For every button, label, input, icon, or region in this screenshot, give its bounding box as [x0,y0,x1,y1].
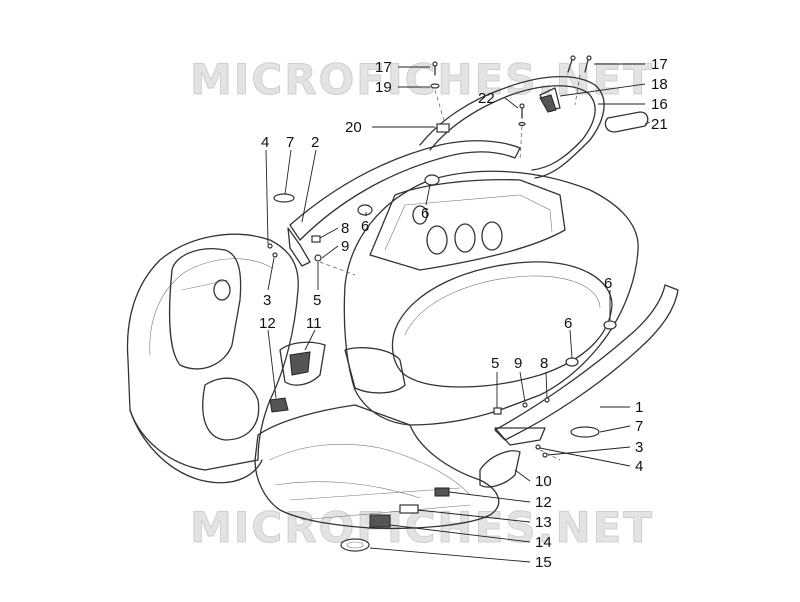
callout-6-b: 6 [421,205,429,222]
callout-8-right: 8 [540,355,548,372]
callout-20: 20 [345,119,362,136]
callout-6-a: 6 [361,218,369,235]
watermark-top: MICROFICHES.NET [190,55,654,104]
callout-8-left: 8 [341,220,349,237]
callout-19: 19 [375,79,392,96]
callout-18: 18 [651,76,668,93]
callout-4-left: 4 [261,134,269,151]
callout-11: 11 [306,315,322,332]
callout-12-left: 12 [259,315,276,332]
callout-14: 14 [535,534,552,551]
callout-22: 22 [478,90,495,107]
callout-16: 16 [651,96,668,113]
assembly-lines [319,74,581,461]
callout-4-right: 4 [635,458,643,475]
callout-6-d: 6 [564,315,572,332]
callout-10: 10 [535,473,552,490]
callout-15: 15 [535,554,552,571]
callout-12-right: 12 [535,494,552,511]
callout-5-right: 5 [491,355,499,372]
callout-3-right: 3 [635,439,643,456]
part-10-cover [479,450,521,488]
small-parts [267,55,617,552]
watermark-bottom: MICROFICHES.NET [190,503,654,552]
callout-3-left: 3 [263,292,271,309]
callout-5-left: 5 [313,292,321,309]
callout-17-left: 17 [375,59,392,76]
callout-9-right: 9 [514,355,522,372]
part-16-rear-rack [419,76,605,179]
part-11-bracket [279,341,326,386]
part-21-pad [604,111,649,133]
callout-2: 2 [311,134,319,151]
callout-7-left: 7 [286,134,294,151]
scooter-body [126,170,639,530]
leader-lines [265,63,651,563]
callout-9-left: 9 [341,238,349,255]
callout-7-right: 7 [635,418,643,435]
callout-labels: 17 19 17 18 22 16 20 21 4 7 2 8 9 6 6 3 … [259,56,668,571]
callout-13: 13 [535,514,552,531]
callout-1: 1 [635,399,643,416]
callout-6-c: 6 [604,275,612,292]
part-1-trim-strip [494,284,679,446]
part-2-trim-strip [287,140,521,267]
callout-21: 21 [651,116,668,133]
callout-17-right: 17 [651,56,668,73]
